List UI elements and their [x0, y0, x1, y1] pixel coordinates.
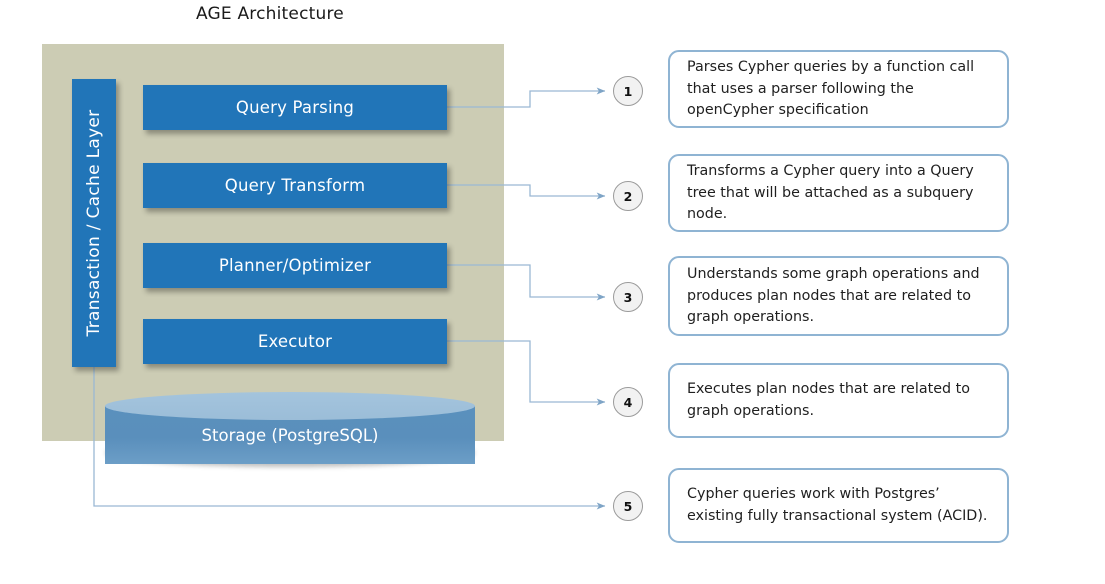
component-label: Query Transform	[224, 176, 366, 195]
callout-marker-number: 3	[623, 289, 633, 305]
callout-text: Transforms a Cypher query into a Query t…	[687, 163, 974, 222]
page-title: AGE Architecture	[196, 4, 344, 24]
callout-text: Parses Cypher queries by a function call…	[687, 59, 975, 118]
component-executor[interactable]: Executor	[143, 319, 447, 364]
callout-marker-4[interactable]: 4	[613, 387, 643, 417]
cylinder-top-ellipse	[105, 392, 475, 420]
component-query-transform[interactable]: Query Transform	[143, 163, 447, 208]
callout-box-3[interactable]: Understands some graph operations and pr…	[668, 256, 1009, 336]
component-label: Query Parsing	[235, 98, 355, 117]
component-query-parsing[interactable]: Query Parsing	[143, 85, 447, 130]
callout-marker-number: 1	[623, 83, 633, 99]
callout-marker-2[interactable]: 2	[613, 181, 643, 211]
callout-marker-number: 4	[623, 394, 633, 410]
storage-label: Storage (PostgreSQL)	[201, 425, 379, 445]
callout-marker-1[interactable]: 1	[613, 76, 643, 106]
transaction-cache-layer-bar[interactable]: Transaction / Cache Layer	[72, 79, 116, 367]
callout-text: Executes plan nodes that are related to …	[687, 381, 970, 419]
callout-text: Understands some graph operations and pr…	[687, 266, 980, 325]
callout-marker-3[interactable]: 3	[613, 282, 643, 312]
storage-cylinder[interactable]: Storage (PostgreSQL)	[105, 392, 475, 478]
component-planner-optimizer[interactable]: Planner/Optimizer	[143, 243, 447, 288]
callout-marker-number: 2	[623, 188, 633, 204]
transaction-cache-layer-label: Transaction / Cache Layer	[84, 109, 104, 337]
callout-box-2[interactable]: Transforms a Cypher query into a Query t…	[668, 154, 1009, 232]
component-label: Executor	[257, 332, 333, 351]
callout-box-4[interactable]: Executes plan nodes that are related to …	[668, 363, 1009, 438]
callout-box-5[interactable]: Cypher queries work with Postgres’ exist…	[668, 468, 1009, 543]
component-label: Planner/Optimizer	[218, 256, 372, 275]
callout-marker-number: 5	[623, 498, 633, 514]
callout-text: Cypher queries work with Postgres’ exist…	[687, 486, 988, 524]
callout-box-1[interactable]: Parses Cypher queries by a function call…	[668, 50, 1009, 128]
callout-marker-5[interactable]: 5	[613, 491, 643, 521]
